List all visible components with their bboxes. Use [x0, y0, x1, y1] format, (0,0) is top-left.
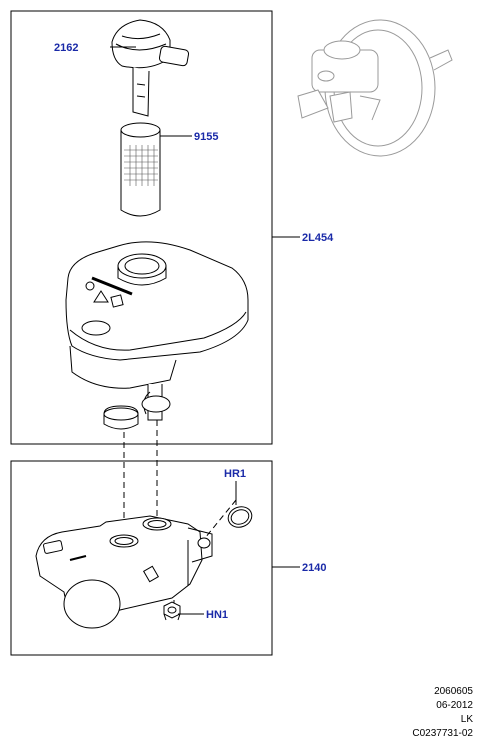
fluid-reservoir[interactable] — [65, 241, 249, 421]
document-stamp: 2060605 06-2012 LK C0237731-02 — [412, 686, 473, 739]
callout-2162: 2162 — [54, 42, 78, 54]
stamp-code: LK — [460, 714, 473, 725]
reservoir-cap[interactable] — [111, 19, 190, 117]
stamp-ref: C0237731-02 — [412, 728, 473, 739]
callout-hn1: HN1 — [206, 609, 228, 621]
master-cylinder-group-frame — [10, 460, 273, 656]
stamp-id: 2060605 — [434, 686, 473, 697]
master-cylinder[interactable] — [35, 515, 213, 629]
callout-2l454: 2L454 — [302, 232, 334, 244]
callout-2140: 2140 — [302, 562, 326, 574]
callout-hr1: HR1 — [224, 468, 246, 480]
reservoir-grommet[interactable] — [103, 405, 139, 430]
leader-lines — [110, 46, 300, 615]
brake-booster-reference — [297, 19, 453, 157]
seal-ring[interactable] — [225, 503, 254, 530]
reservoir-filter[interactable] — [120, 122, 161, 217]
reservoir-group-frame — [10, 10, 273, 445]
stamp-date: 06-2012 — [436, 700, 473, 711]
callout-9155: 9155 — [194, 131, 218, 143]
mounting-nut[interactable] — [163, 601, 181, 621]
